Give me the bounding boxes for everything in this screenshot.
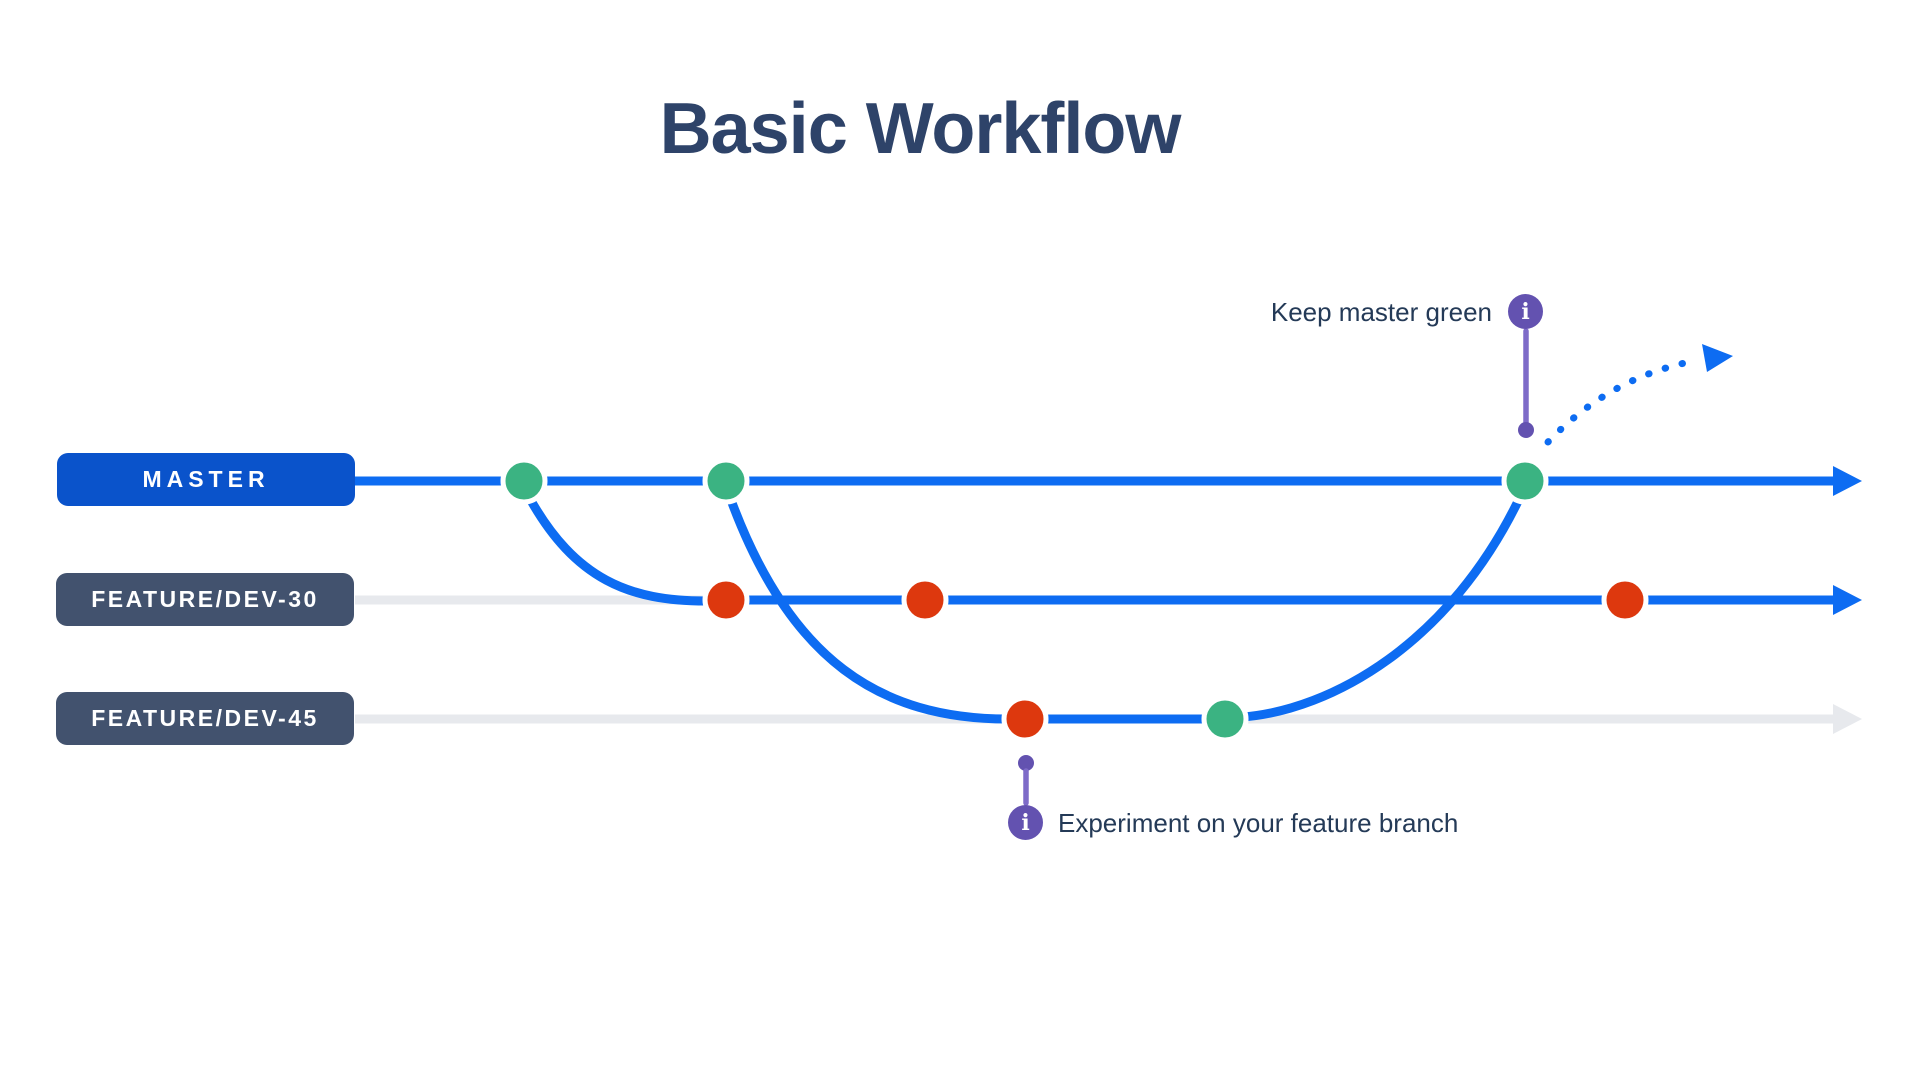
info-icon-glyph: i <box>1021 809 1030 836</box>
annotation-dot-bottom <box>1018 755 1034 771</box>
branch-label-master: MASTER <box>142 466 270 492</box>
annotation-dot-top <box>1518 422 1534 438</box>
branch-badge-master: MASTER <box>57 453 355 506</box>
arrowhead-dev30 <box>1833 585 1862 615</box>
commit-dot-red-feature-dev-45 <box>1001 695 1049 743</box>
commit-dot-red-feature-dev-30 <box>702 576 750 624</box>
info-icon: i <box>1008 805 1043 840</box>
dotted-future-arc <box>1544 357 1698 446</box>
page-title: Basic Workflow <box>659 89 1182 169</box>
branch-label-feature-dev-30: FEATURE/DEV-30 <box>91 586 319 612</box>
commit-dot-green-master <box>1501 457 1549 505</box>
commit-dot-green-master <box>702 457 750 505</box>
annotation-experiment-on-branch: Experiment on your feature branch <box>1058 808 1459 838</box>
commit-dot-red-feature-dev-30 <box>901 576 949 624</box>
commit-dots <box>500 457 1649 743</box>
commit-dot-green-master <box>500 457 548 505</box>
branch-badge-feature-dev-30: FEATURE/DEV-30 <box>56 573 354 626</box>
branch-curve-master-to-dev30 <box>524 492 711 606</box>
arrowhead-dev45 <box>1833 704 1862 734</box>
arrowhead-dotted-arc <box>1702 344 1733 372</box>
branch-label-feature-dev-45: FEATURE/DEV-45 <box>91 705 319 731</box>
info-icon-glyph: i <box>1521 298 1530 325</box>
merge-curve-dev45-to-master <box>1238 490 1526 722</box>
commit-dot-green-feature-dev-45 <box>1201 695 1249 743</box>
branch-curve-master-to-dev45 <box>726 495 1013 724</box>
arrowhead-master <box>1833 466 1862 496</box>
branch-badge-feature-dev-45: FEATURE/DEV-45 <box>56 692 354 745</box>
info-icon: i <box>1508 294 1543 329</box>
commit-dot-red-feature-dev-30 <box>1601 576 1649 624</box>
annotation-keep-master-green: Keep master green <box>1270 297 1492 327</box>
